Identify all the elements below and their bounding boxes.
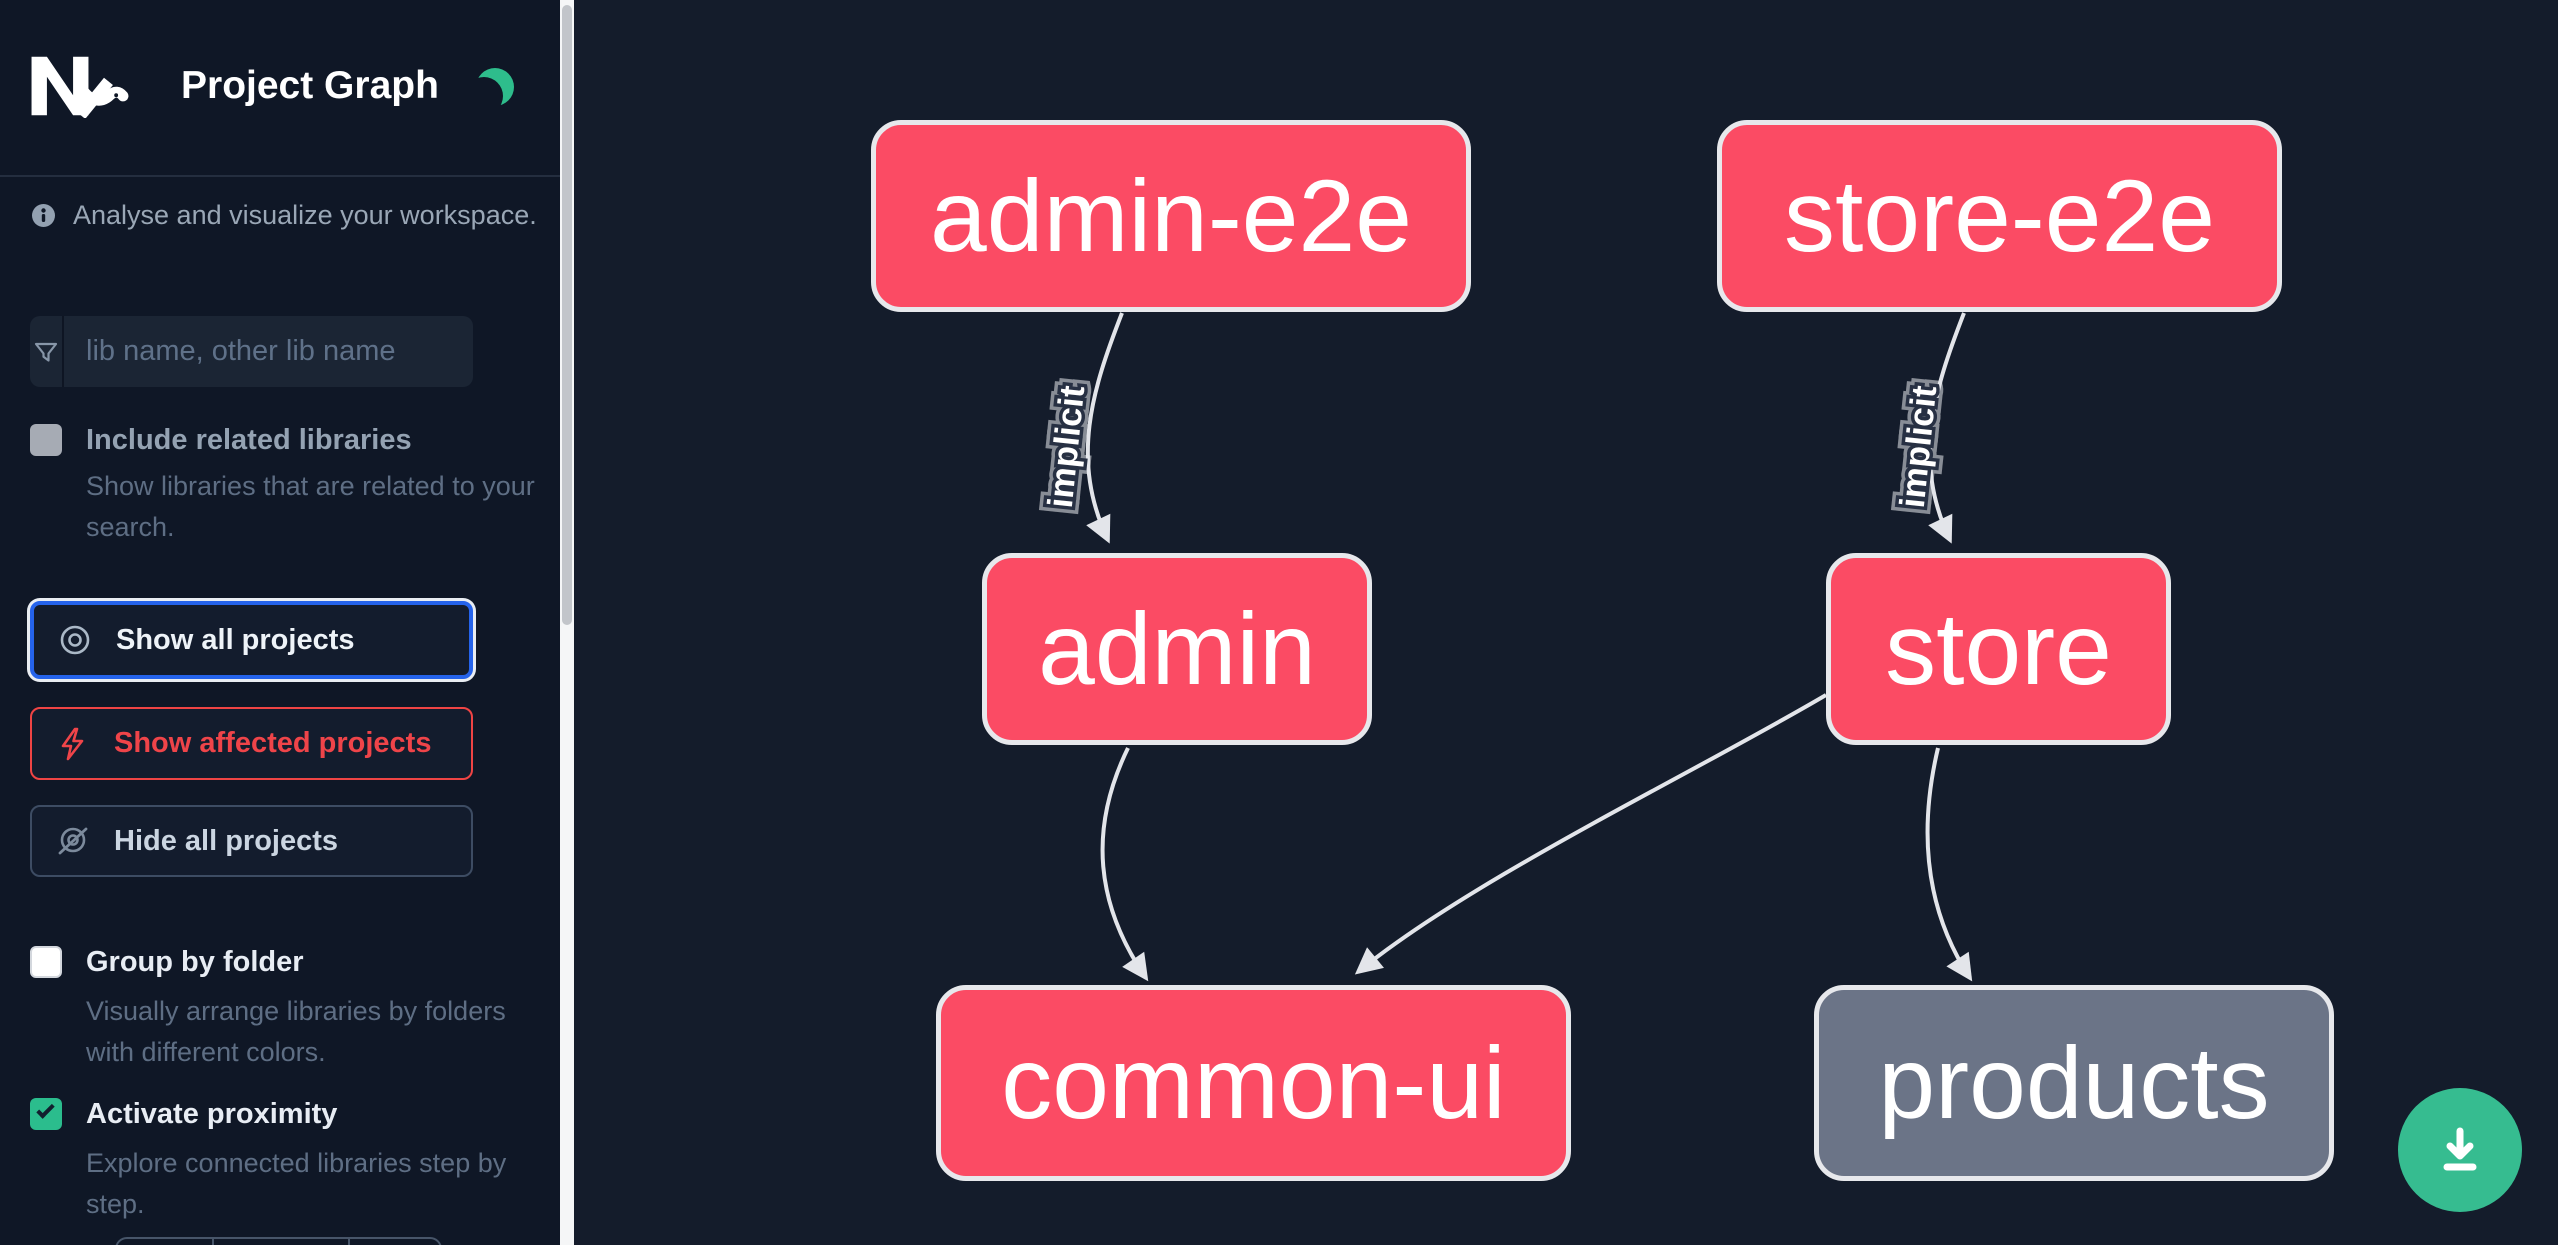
graph-node-products[interactable]: products xyxy=(1814,985,2334,1181)
proximity-depth-value xyxy=(212,1239,348,1245)
show-affected-projects-button[interactable]: Show affected projects xyxy=(30,707,473,780)
search-input[interactable] xyxy=(64,316,473,387)
include-related-description: Show libraries that are related to your … xyxy=(86,471,535,542)
page-title: Project Graph xyxy=(181,64,439,107)
activate-proximity-label[interactable]: Activate proximity xyxy=(86,1098,338,1130)
edge-store-to-common-ui[interactable] xyxy=(1354,693,1828,975)
checkmark-icon xyxy=(36,1100,55,1119)
bolt-icon xyxy=(32,726,114,762)
search-box xyxy=(30,316,473,387)
edge-admin-e2e-to-admin[interactable] xyxy=(1085,312,1124,544)
include-related-checkbox[interactable] xyxy=(30,424,62,456)
group-by-folder-checkbox[interactable] xyxy=(30,946,62,978)
sidebar: Project Graph Analyse and visualize your… xyxy=(0,0,560,1245)
include-related-label[interactable]: Include related libraries xyxy=(86,424,412,456)
theme-toggle-moon-icon[interactable] xyxy=(476,68,514,106)
sidebar-scrollbar-thumb[interactable] xyxy=(562,5,572,625)
tagline-text: Analyse and visualize your workspace. xyxy=(73,200,537,230)
info-icon xyxy=(32,204,55,227)
edge-admin-to-common-ui[interactable] xyxy=(1100,747,1149,982)
sidebar-scrollbar-track[interactable] xyxy=(560,0,574,1245)
group-by-folder-label[interactable]: Group by folder xyxy=(86,946,304,978)
graph-node-common-ui[interactable]: common-ui xyxy=(936,985,1571,1181)
tagline-row: Analyse and visualize your workspace. xyxy=(32,200,537,231)
nx-logo xyxy=(31,56,129,118)
edge-store-to-products[interactable] xyxy=(1925,747,1973,982)
download-icon xyxy=(2443,1127,2477,1171)
show-all-projects-button[interactable]: Show all projects xyxy=(30,601,473,679)
graph-node-store[interactable]: store xyxy=(1826,553,2171,745)
edge-label-implicit: implicit xyxy=(1041,384,1093,510)
proximity-increment-button[interactable] xyxy=(348,1239,440,1245)
activate-proximity-description: Explore connected libraries step by step… xyxy=(86,1148,507,1219)
header-divider xyxy=(0,175,560,177)
edge-store-e2e-to-store[interactable] xyxy=(1927,312,1966,544)
edge-label-implicit: implicit xyxy=(1893,384,1945,510)
download-image-button[interactable] xyxy=(2398,1088,2522,1212)
graph-node-admin[interactable]: admin xyxy=(982,553,1372,745)
show-affected-projects-label: Show affected projects xyxy=(114,727,432,759)
graph-node-store-e2e[interactable]: store-e2e xyxy=(1717,120,2282,312)
proximity-decrement-button[interactable] xyxy=(117,1239,212,1245)
group-by-folder-description: Visually arrange libraries by folders wi… xyxy=(86,996,506,1067)
activate-proximity-checkbox[interactable] xyxy=(30,1098,62,1130)
proximity-depth-control xyxy=(115,1237,442,1245)
hide-all-projects-button[interactable]: Hide all projects xyxy=(30,805,473,877)
show-all-projects-label: Show all projects xyxy=(116,623,355,656)
eye-off-icon xyxy=(32,823,114,859)
graph-node-admin-e2e[interactable]: admin-e2e xyxy=(871,120,1471,312)
filter-funnel-icon xyxy=(30,316,64,387)
hide-all-projects-label: Hide all projects xyxy=(114,824,339,857)
eye-icon xyxy=(34,622,116,658)
